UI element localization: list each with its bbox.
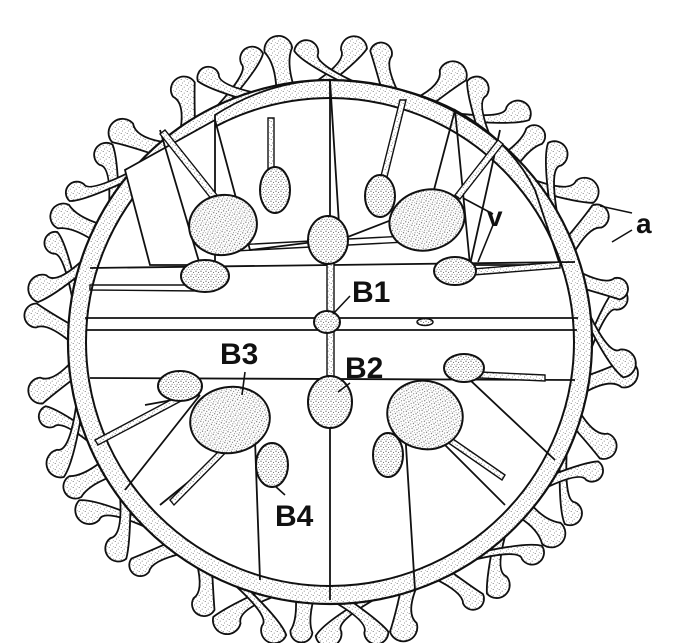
gonad-lower-right-mid xyxy=(373,433,403,477)
label-b4: B4 xyxy=(275,500,314,533)
tentacle xyxy=(24,304,72,344)
label-a: a xyxy=(636,208,652,239)
gonad-b4 xyxy=(256,443,288,487)
gonad-upper-right-small xyxy=(365,175,395,217)
gonad-lower-left-small xyxy=(158,371,202,401)
label-b3: B3 xyxy=(220,338,258,371)
gonad-b1 xyxy=(314,311,340,333)
gonad-lower-right-small xyxy=(444,354,484,382)
gonad-upper-left-low xyxy=(181,260,229,292)
gonad-upper-center xyxy=(308,216,348,264)
label-b2: B2 xyxy=(345,352,383,385)
gonad-upper-right-low xyxy=(434,257,476,285)
tentacle xyxy=(264,36,293,90)
label-v: v xyxy=(487,201,503,232)
gonad-upper-left-small xyxy=(260,167,290,213)
central-pore xyxy=(417,319,433,326)
tentacle xyxy=(28,361,74,404)
tentacle xyxy=(290,598,313,643)
label-b1: B1 xyxy=(352,276,390,309)
